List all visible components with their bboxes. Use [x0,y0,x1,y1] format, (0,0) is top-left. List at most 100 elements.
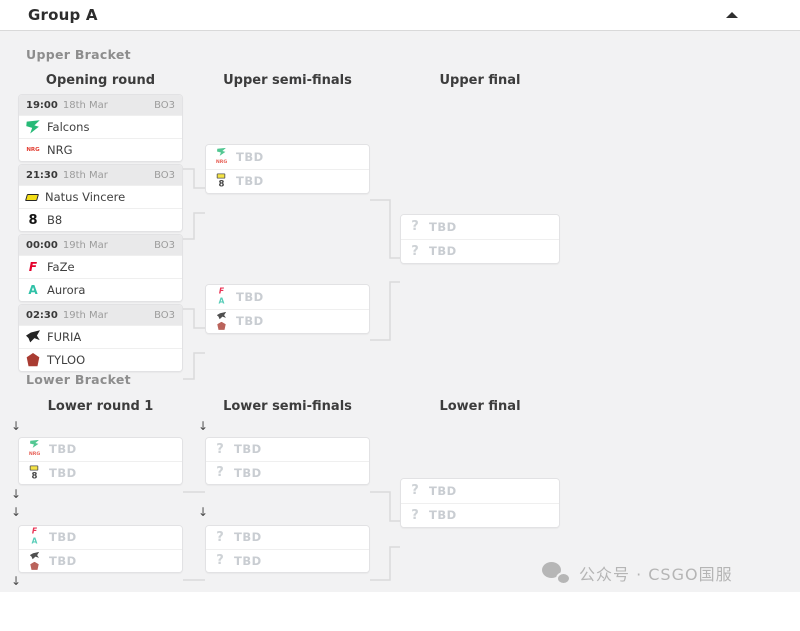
tbd-slot-row[interactable]: TBD [206,438,369,461]
tbd-label: TBD [236,174,264,189]
drop-down-arrow-icon [198,505,210,519]
lower-round1-card-1[interactable]: TBD TBD [18,437,183,485]
team-name: Falcons [47,120,90,134]
tbd-slot-row[interactable]: TBD [206,548,369,572]
tbd-slot-row[interactable]: TBD [401,238,559,263]
tbd-label: TBD [236,314,264,329]
b8-logo-icon [29,472,38,481]
bracket-panel: Upper Bracket Opening round Upper semi-f… [0,31,800,592]
candidate-logos-faze-aurora [213,287,229,307]
candidate-logos-faze-aurora [26,527,42,547]
column-header-upper-final: Upper final [439,73,521,88]
question-mark-icon [213,530,227,544]
match-date: 19th Mar [62,239,108,251]
tbd-label: TBD [234,553,262,568]
team-row[interactable]: NRG [19,138,182,161]
team-name: FURIA [47,330,82,344]
match-card-opening-2[interactable]: 21:30 18th Mar BO3 Natus Vincere B8 [18,164,183,232]
question-mark-icon [213,466,227,480]
match-card-opening-4[interactable]: 02:30 19th Mar BO3 FURIA TYLOO [18,304,183,372]
lower-round1-card-2[interactable]: TBD TBD [18,525,183,573]
team-name: B8 [47,213,63,227]
team-row[interactable]: Falcons [19,115,182,138]
nrg-logo-icon [216,158,225,167]
upper-final-card[interactable]: TBD TBD [400,214,560,264]
match-date: 18th Mar [62,169,108,181]
faze-logo-icon [29,528,38,537]
tbd-label: TBD [234,530,262,545]
tbd-slot-row[interactable]: TBD [19,548,182,572]
falcons-logo-icon [26,120,40,134]
watermark-text: 公众号 · CSGO国服 [579,565,733,584]
team-row[interactable]: B8 [19,208,182,231]
lower-semi-final-1-card[interactable]: TBD TBD [205,437,370,485]
furia-logo-icon [216,312,226,320]
match-time: 19:00 [26,99,58,111]
team-name: FaZe [47,260,75,274]
tbd-label: TBD [234,465,262,480]
tbd-label: TBD [429,219,457,234]
match-card-opening-3[interactable]: 00:00 19th Mar BO3 FaZe Aurora [18,234,183,302]
tbd-slot-row[interactable]: TBD [401,215,559,239]
match-time: 21:30 [26,169,58,181]
tbd-slot-row[interactable]: TBD [401,502,559,527]
match-header: 02:30 19th Mar BO3 [19,305,182,325]
tbd-slot-row[interactable]: TBD [206,285,369,309]
match-card-opening-1[interactable]: 19:00 18th Mar BO3 Falcons NRG [18,94,183,162]
upper-semi-final-1-card[interactable]: TBD TBD [205,144,370,194]
candidate-logos-falcons-nrg [26,439,42,459]
aurora-logo-icon [29,538,38,547]
tbd-slot-row[interactable]: TBD [206,526,369,549]
aurora-logo-icon [216,298,225,307]
candidate-logos-navi-b8 [213,173,229,189]
upper-semi-final-2-card[interactable]: TBD TBD [205,284,370,334]
question-mark-icon [408,220,422,234]
tbd-slot-row[interactable]: TBD [19,526,182,549]
team-row[interactable]: FaZe [19,255,182,278]
question-mark-icon [408,484,422,498]
lower-final-card[interactable]: TBD TBD [400,478,560,528]
team-row[interactable]: TYLOO [19,348,182,371]
collapse-caret-icon[interactable] [726,12,738,18]
question-mark-icon [408,244,422,258]
b8-logo-icon [216,180,225,189]
tbd-slot-row[interactable]: TBD [206,168,369,193]
nrg-logo-icon [26,143,40,157]
upper-bracket-label: Upper Bracket [26,47,131,62]
drop-down-arrow-icon [11,505,23,519]
tbd-slot-row[interactable]: TBD [19,460,182,484]
candidate-logos-falcons-nrg [213,147,229,167]
lower-semi-final-2-card[interactable]: TBD TBD [205,525,370,573]
match-time: 02:30 [26,309,58,321]
tyloo-logo-icon [216,322,226,331]
tbd-slot-row[interactable]: TBD [401,479,559,503]
faze-logo-icon [216,288,225,297]
faze-logo-icon [26,260,40,274]
team-row[interactable]: Natus Vincere [19,185,182,208]
tbd-label: TBD [429,244,457,259]
furia-logo-icon [29,551,39,559]
furia-logo-icon [26,330,40,343]
nrg-logo-icon [29,450,38,459]
tbd-slot-row[interactable]: TBD [206,460,369,484]
team-row[interactable]: FURIA [19,325,182,348]
tbd-slot-row[interactable]: TBD [19,438,182,461]
column-header-upper-semi-finals: Upper semi-finals [223,73,352,88]
drop-down-arrow-icon [198,419,210,433]
natus-vincere-logo-icon [29,465,39,471]
match-header: 21:30 18th Mar BO3 [19,165,182,185]
column-header-lower-semi-finals: Lower semi-finals [223,399,352,414]
team-name: Natus Vincere [45,190,126,204]
tbd-label: TBD [236,149,264,164]
bracket-connectors [183,168,400,581]
tbd-label: TBD [49,442,77,457]
group-header: Group A [0,0,800,31]
candidate-logos-furia-tyloo [26,551,42,571]
team-row[interactable]: Aurora [19,278,182,301]
match-format-badge: BO3 [154,169,175,181]
lower-bracket-label: Lower Bracket [26,372,131,387]
match-format-badge: BO3 [154,99,175,111]
tbd-slot-row[interactable]: TBD [206,308,369,333]
team-name: NRG [47,143,73,157]
tbd-slot-row[interactable]: TBD [206,145,369,169]
